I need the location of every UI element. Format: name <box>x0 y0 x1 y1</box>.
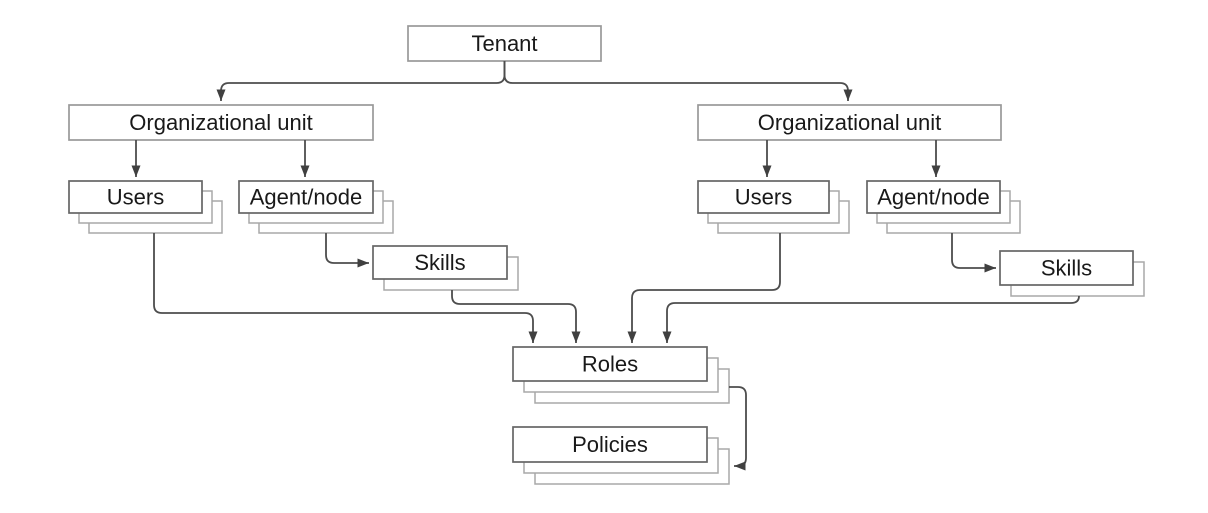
node-organizational-unit-right-label: Organizational unit <box>758 110 941 135</box>
organizational-unit-left-box <box>68 104 374 141</box>
node-users-left: Users <box>68 180 223 234</box>
edge-agent-right-to-skills-right <box>951 233 996 273</box>
node-policies-label: Policies <box>572 432 648 457</box>
node-users-right-label: Users <box>735 184 792 209</box>
node-policies: Policies <box>512 426 730 485</box>
edge-agent-left-to-skills-left <box>325 233 369 268</box>
node-skills-left-label: Skills <box>414 250 465 275</box>
node-roles: Roles <box>512 346 730 404</box>
node-users-left-label: Users <box>107 184 164 209</box>
organizational-unit-right-box <box>697 104 1002 141</box>
roles-box <box>512 346 708 382</box>
edge-roles-to-policies <box>729 386 747 471</box>
users-right-box <box>697 180 830 214</box>
node-tenant-label: Tenant <box>471 31 537 56</box>
node-skills-right: Skills <box>999 250 1145 297</box>
agent-node-right-box <box>866 180 1001 214</box>
users-left-box <box>68 180 203 214</box>
node-agent-node-left: Agent/node <box>238 180 394 234</box>
node-tenant: Tenant <box>407 25 602 62</box>
node-organizational-unit-left: Organizational unit <box>68 104 374 141</box>
edge-skills-right-to-roles <box>662 295 1080 343</box>
agent-node-left-box <box>238 180 374 214</box>
node-agent-node-left-label: Agent/node <box>250 184 363 209</box>
node-users-right: Users <box>697 180 850 234</box>
edge-tenant-to-ou-left <box>216 61 506 101</box>
edge-users-right-to-roles <box>627 233 781 343</box>
node-agent-node-right: Agent/node <box>866 180 1021 234</box>
node-skills-left: Skills <box>372 245 519 291</box>
node-organizational-unit-right: Organizational unit <box>697 104 1002 141</box>
skills-left-box <box>372 245 508 280</box>
node-skills-right-label: Skills <box>1041 255 1092 280</box>
node-agent-node-right-label: Agent/node <box>877 184 990 209</box>
edge-skills-left-to-roles <box>451 290 581 343</box>
edge-tenant-to-ou-right <box>503 61 853 101</box>
skills-right-box <box>999 250 1134 286</box>
node-organizational-unit-left-label: Organizational unit <box>129 110 312 135</box>
edge-users-left-to-roles <box>153 233 538 343</box>
policies-box <box>512 426 708 463</box>
tenant-box <box>407 25 602 62</box>
node-roles-label: Roles <box>582 351 638 376</box>
